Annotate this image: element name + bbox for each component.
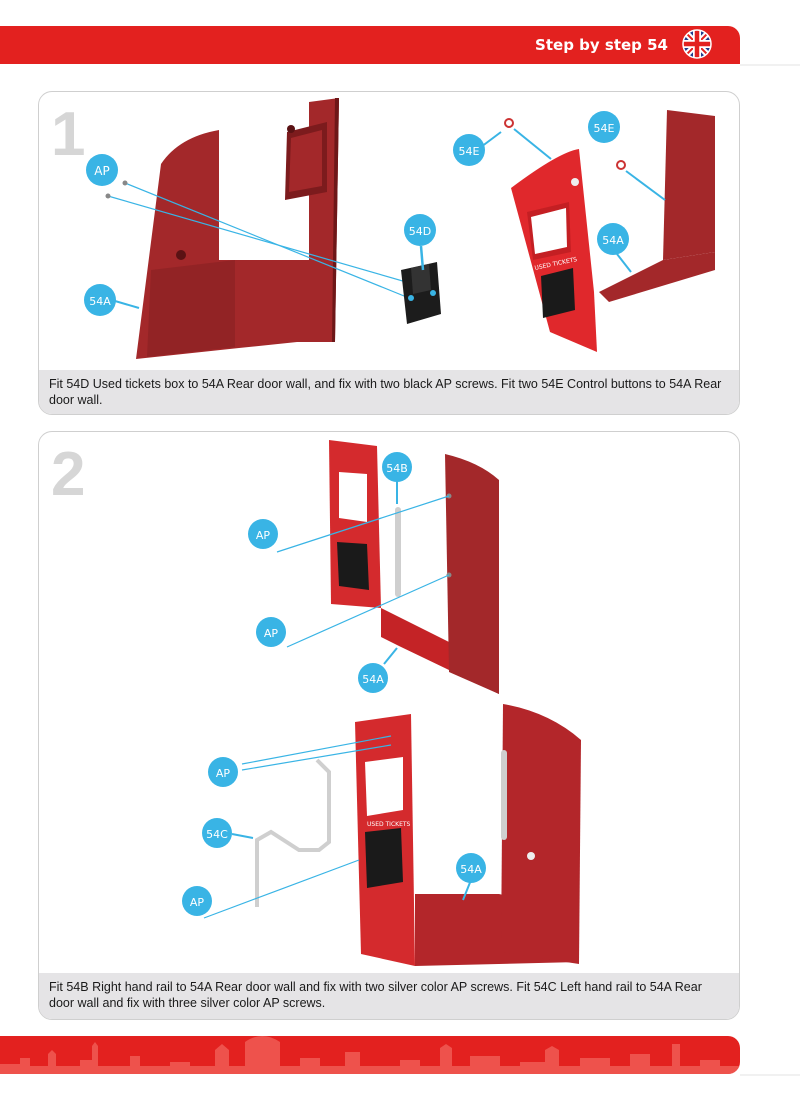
page-title: Step by step 54 [535, 37, 668, 53]
svg-text:AP: AP [256, 529, 271, 542]
svg-text:54A: 54A [89, 295, 111, 308]
uk-flag-icon [682, 29, 712, 59]
ap-screw-icon [123, 181, 128, 186]
ap-screw-icon [106, 194, 111, 199]
svg-text:54B: 54B [386, 462, 408, 475]
handrail-54b [395, 507, 401, 597]
svg-text:54C: 54C [206, 828, 228, 841]
callout-54a: 54A [84, 284, 139, 316]
svg-text:54A: 54A [602, 234, 624, 247]
step-2-panel: 2 54B AP AP [38, 431, 740, 1020]
callout-ap-upper-1: AP [248, 519, 278, 549]
svg-text:54D: 54D [409, 225, 431, 238]
svg-text:54A: 54A [460, 863, 482, 876]
svg-text:54E: 54E [459, 145, 480, 158]
svg-text:54A: 54A [362, 673, 384, 686]
svg-text:AP: AP [264, 627, 279, 640]
callout-54a-upper: 54A [358, 648, 397, 693]
step-1-illustration: AP 54A 54D USED TICKETS [39, 92, 739, 377]
footer-skyline-bar [0, 1036, 740, 1074]
used-tickets-box-54d [401, 262, 441, 324]
callout-54a-right: 54A [597, 223, 631, 272]
used-tickets-sign: USED TICKETS [367, 821, 411, 828]
callout-54c: 54C [202, 818, 253, 848]
step-2-caption: Fit 54B Right hand rail to 54A Rear door… [39, 973, 739, 1019]
callout-54d: 54D [404, 214, 436, 270]
step-1-panel: 1 AP [38, 91, 740, 415]
callout-ap-lower-2: AP [182, 886, 212, 916]
callout-ap-lower-1: AP [208, 757, 238, 787]
callout-54a-lower: 54A [456, 853, 486, 900]
header-divider [740, 64, 800, 66]
header-bar: Step by step 54 [0, 26, 740, 64]
callout-ap-upper-2: AP [256, 617, 286, 647]
callout-54e-right: 54E [588, 111, 620, 143]
svg-text:AP: AP [94, 164, 109, 178]
svg-text:54E: 54E [594, 122, 615, 135]
svg-text:AP: AP [216, 767, 231, 780]
rear-door-wall-lower: USED TICKETS [204, 704, 581, 966]
handrail-54b-fitted [501, 750, 507, 840]
step-1-caption: Fit 54D Used tickets box to 54A Rear doo… [39, 370, 739, 414]
callout-ap: AP [86, 154, 118, 186]
step-2-illustration: 54B AP AP 54A USED TICKETS [39, 432, 739, 982]
london-skyline-icon [0, 1036, 740, 1074]
footer-divider [740, 1074, 800, 1076]
callout-54b: 54B [382, 452, 412, 504]
callout-54e-left: 54E [453, 132, 501, 166]
svg-text:AP: AP [190, 896, 205, 909]
